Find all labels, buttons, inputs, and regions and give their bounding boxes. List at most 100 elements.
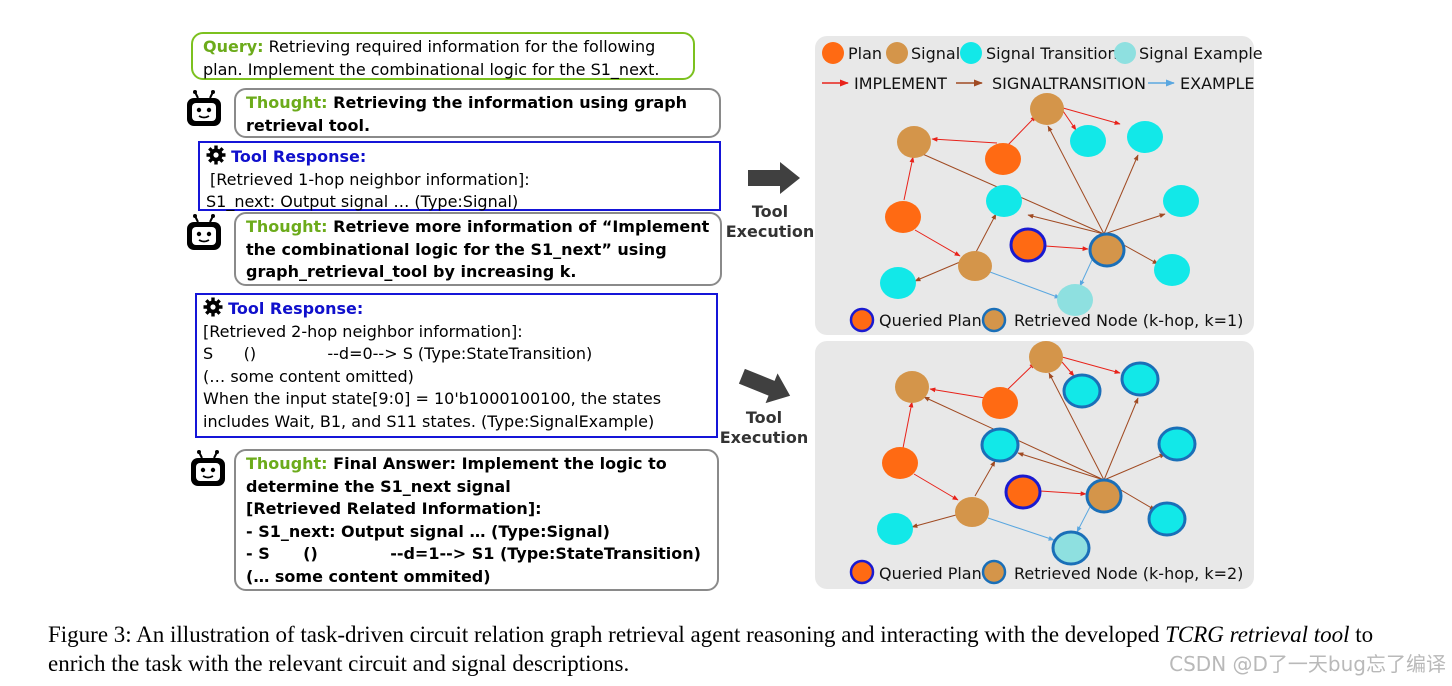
arrow-right-icon (748, 162, 800, 194)
tool-label-2: Tool Response: (228, 299, 364, 318)
signal-node (958, 251, 992, 281)
legend-signal-swatch (886, 42, 908, 64)
signal-node (895, 371, 929, 403)
thought3-line5: (… some content ommited) (246, 566, 491, 586)
edge (1062, 107, 1121, 125)
retrieved-transition-node (1120, 361, 1160, 397)
edge (914, 261, 961, 282)
tool2-line4: When the input state[9:0] = 10'b10001001… (203, 389, 662, 431)
legend-example: EXAMPLE (1180, 74, 1255, 93)
edge (1103, 213, 1166, 235)
gear-icon (206, 145, 226, 165)
edge (1027, 213, 1105, 235)
robot-icon (187, 90, 221, 126)
edge (929, 387, 986, 399)
edge (1047, 125, 1105, 235)
exec2-line1: Tool (745, 408, 783, 427)
panel2-retrieved-label: Retrieved Node (k-hop, k=2) (1014, 564, 1243, 583)
tool1-line2: S1_next: Output signal … (Type:Signal) (206, 192, 519, 211)
queried-plan-node (1004, 474, 1042, 510)
edge (974, 213, 997, 255)
tool-execution-label-2: Tool Execution (716, 408, 812, 448)
legend-plan: Plan (848, 44, 882, 63)
thought-label-1: Thought: (246, 93, 328, 112)
retrieved-node-swatch (981, 307, 1007, 333)
thought-label-3: Thought: (246, 454, 328, 473)
retrieved-signal-node (1088, 232, 1126, 268)
tool2-line1: [Retrieved 2-hop neighbor information]: (203, 321, 523, 341)
edge (1103, 453, 1166, 481)
edge (974, 460, 996, 497)
retrieved-example-node (1051, 530, 1091, 566)
legend-transition-swatch (960, 42, 982, 64)
legend-signaltransition: SIGNALTRANSITION (992, 74, 1146, 93)
query-text: Retrieving required information for the … (203, 37, 660, 79)
tool-response-box-2: Tool Response: [Retrieved 2-hop neighbor… (195, 293, 718, 438)
query-box: Query: Retrieving required information f… (191, 32, 695, 80)
transition-node (1154, 254, 1190, 286)
panel2-queried-label: Queried Plan (879, 564, 982, 583)
edge (1048, 372, 1105, 481)
queried-plan-swatch (849, 559, 875, 585)
legend-signal-transition: Signal Transition (986, 44, 1118, 63)
retrieved-transition-node (1147, 501, 1187, 537)
signal-node (1030, 93, 1064, 125)
edge (987, 517, 1055, 541)
robot-icon (191, 450, 225, 486)
edge (902, 401, 914, 449)
panel1-retrieved-label: Retrieved Node (k-hop, k=1) (1014, 311, 1243, 330)
plan-node (882, 447, 918, 479)
transition-node (986, 185, 1022, 217)
example-node (1057, 284, 1093, 316)
graph2-nodes (877, 341, 1197, 566)
watermark: CSDN @D了一天bug忘了编译 (1169, 652, 1446, 676)
caption-em1: TCRG (1165, 622, 1224, 647)
transition-node (1070, 125, 1106, 157)
edge (1061, 356, 1121, 374)
signal-node (955, 497, 989, 527)
signal-node (1029, 341, 1063, 373)
signal-node (897, 126, 931, 158)
thought3-line3: - S1_next: Output signal … (Type:Signal) (246, 521, 610, 541)
legend-implement: IMPLEMENT (854, 74, 947, 93)
figure-caption: Figure 3: An illustration of task-driven… (48, 620, 1408, 678)
transition-node (1127, 121, 1163, 153)
retrieved-transition-node (1157, 426, 1197, 462)
thought-box-2: Thought: Retrieve more information of “I… (234, 212, 722, 286)
queried-plan-swatch (849, 307, 875, 333)
exec1-line2: Execution (725, 222, 815, 241)
transition-node (880, 267, 916, 299)
thought-box-3: Thought: Final Answer: Implement the log… (234, 449, 719, 591)
retrieved-transition-node (980, 427, 1020, 463)
edge (1061, 361, 1075, 377)
thought3-line2: [Retrieved Related Information]: (246, 499, 542, 518)
exec2-line2: Execution (719, 428, 809, 447)
panel1-queried-label: Queried Plan (879, 311, 982, 330)
caption-em2: retrieval tool (1229, 622, 1350, 647)
edge (914, 229, 961, 257)
gear-icon (203, 297, 223, 317)
legend-plan-swatch (822, 42, 844, 64)
edge (931, 136, 998, 144)
tool2-line2: S () --d=0--> S (Type:StateTransition) (203, 344, 593, 363)
tool-label-1: Tool Response: (231, 147, 367, 166)
edge (903, 156, 915, 201)
thought-text-1: Retrieving the information using graph r… (246, 93, 688, 135)
edge (1039, 490, 1087, 497)
retrieved-transition-node (1062, 373, 1102, 409)
retrieved-node-swatch (981, 559, 1007, 585)
thought-text-2: Retrieve more information of “Implement … (246, 217, 710, 281)
graph1-edges (903, 107, 1166, 299)
edge (989, 271, 1061, 299)
edge (1062, 110, 1077, 131)
thought-box-1: Thought: Retrieving the information usin… (234, 88, 721, 138)
retrieved-signal-node (1085, 478, 1123, 514)
graph-legend: Plan Signal Signal Transition Signal Exa… (822, 42, 1263, 93)
thought3-line1: Final Answer: Implement the logic to det… (246, 454, 667, 496)
arrow-right-icon (738, 368, 791, 404)
transition-node (877, 513, 913, 545)
queried-plan-node (1009, 227, 1047, 263)
plan-node (982, 387, 1018, 419)
thought-label-2: Thought: (246, 217, 328, 236)
